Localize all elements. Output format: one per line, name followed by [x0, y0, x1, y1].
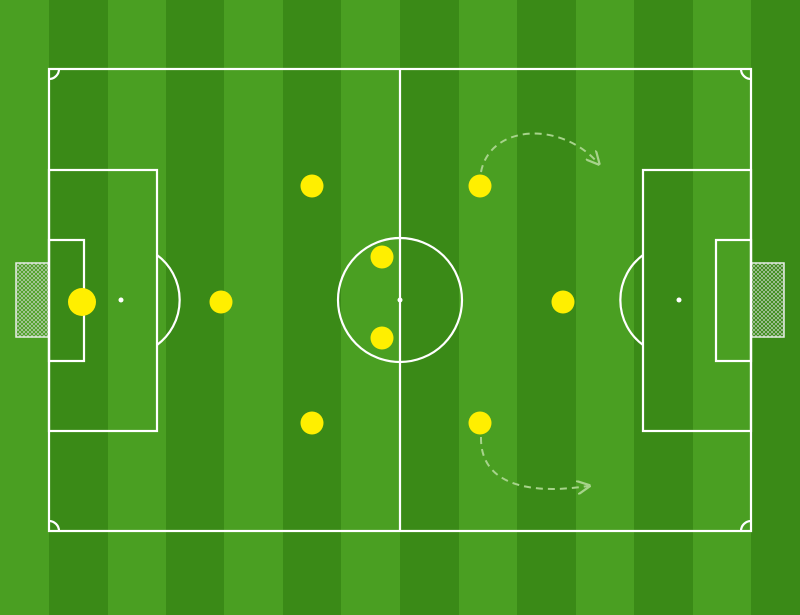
corner-arc-bottom-right [739, 519, 752, 532]
movement-arrow-bottom [479, 436, 588, 489]
player-marker-left-wing [300, 174, 324, 198]
corner-arc-top-left [48, 68, 61, 81]
player-marker-goalkeeper [68, 288, 96, 316]
right-goal-net [750, 262, 785, 338]
player-marker-sweeper [209, 290, 233, 314]
grass-stripe [693, 0, 752, 615]
pitch-markings [47, 67, 753, 533]
left-penalty-arc [156, 254, 181, 346]
movement-arrow-top [480, 132, 598, 173]
grass-stripe [576, 0, 635, 615]
player-marker-striker [551, 290, 575, 314]
right-goal-area [714, 238, 753, 363]
player-marker-central-midfielder-top [370, 245, 394, 269]
grass-stripe [283, 0, 342, 615]
player-marker-central-midfielder-bottom [370, 326, 394, 350]
player-marker-right-forward-top [468, 174, 492, 198]
grass-stripe [400, 0, 460, 615]
corner-arc-bottom-left [48, 519, 61, 532]
corner-arc-top-right [739, 68, 752, 81]
center-circle [336, 236, 464, 364]
grass-stripe [341, 0, 401, 615]
players [68, 174, 575, 435]
player-marker-right-wing [300, 411, 324, 435]
movement-arrows [479, 132, 598, 489]
grass-stripe [224, 0, 284, 615]
right-penalty-arc [619, 254, 644, 346]
left-penalty-spot [118, 297, 124, 303]
left-goal-net [15, 262, 50, 338]
right-penalty-spot [676, 297, 682, 303]
player-marker-right-forward-bottom [468, 411, 492, 435]
center-spot [397, 297, 403, 303]
grass-stripe [459, 0, 518, 615]
